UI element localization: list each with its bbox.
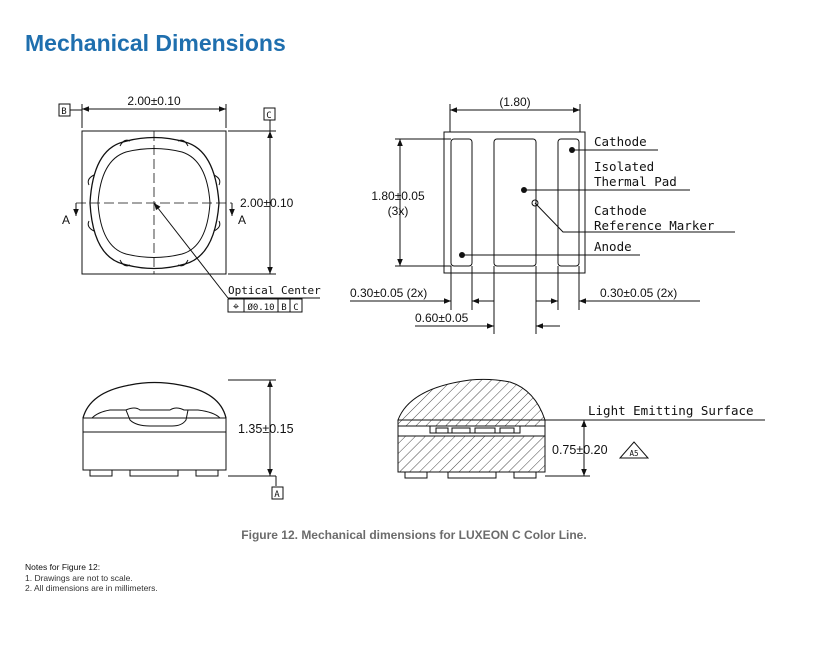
pad-width-right: 0.30±0.05 (2x) — [600, 286, 677, 300]
figure-caption: Figure 12. Mechanical dimensions for LUX… — [241, 528, 587, 542]
marker-label-2: Reference Marker — [594, 218, 715, 233]
optical-center-leader — [153, 202, 229, 299]
side-view-labels: 1.35±0.15 A — [238, 422, 294, 500]
section-pad-right — [513, 471, 537, 479]
notes-title: Notes for Figure 12: — [25, 562, 101, 572]
note-flag-label: A5 — [629, 449, 638, 458]
bottom-package-outline — [443, 131, 586, 274]
pad-height-count: (3x) — [388, 204, 409, 218]
bottom-view-dots — [459, 147, 575, 258]
overall-width-dim: (1.80) — [499, 95, 530, 109]
tolerance-ref-c: C — [293, 303, 298, 313]
top-width-dim: 2.00±0.10 — [127, 94, 181, 108]
side-dome — [82, 381, 227, 419]
cathode-dot — [569, 147, 575, 153]
tolerance-ref-b: B — [281, 303, 286, 313]
note-flag-triangle — [618, 441, 650, 459]
side-pad-right — [195, 469, 219, 477]
section-label-right: A — [238, 213, 246, 227]
datum-b-label: B — [61, 107, 66, 117]
datum-c-label: C — [266, 111, 271, 121]
bottom-view — [350, 104, 735, 334]
page-title: Mechanical Dimensions — [25, 30, 286, 56]
figure-notes: Notes for Figure 12: 1. Drawings are not… — [25, 562, 158, 594]
pad-spacing-dim: 0.60±0.05 — [415, 311, 469, 325]
anode-pad — [450, 138, 473, 267]
side-pad-center — [129, 469, 179, 477]
section-dome — [397, 378, 546, 421]
top-view-labels: B C 2.00±0.10 2.00±0.10 A A Optical Cent… — [61, 94, 321, 313]
section-view-labels: Light Emitting Surface 0.75±0.20 A5 — [552, 403, 754, 458]
thermal-pad-label-2: Thermal Pad — [594, 174, 677, 189]
thermal-pad — [493, 138, 537, 267]
anode-dot — [459, 252, 465, 258]
side-height-dim: 1.35±0.15 — [238, 422, 294, 436]
tolerance-value: Ø0.10 — [247, 302, 274, 313]
section-pad-left — [404, 471, 428, 479]
section-height-dim: 0.75±0.20 — [552, 443, 608, 457]
marker-label-1: Cathode — [594, 203, 647, 218]
datum-a-label: A — [274, 490, 280, 500]
side-substrate — [82, 431, 227, 471]
datum-a-box — [271, 486, 284, 500]
cathode-pad — [557, 138, 580, 267]
thermal-pad-label-1: Isolated — [594, 159, 654, 174]
pad-height-dim: 1.80±0.05 — [371, 189, 425, 203]
note-item: 1. Drawings are not to scale. — [25, 572, 133, 583]
top-view — [58, 103, 320, 313]
anode-label: Anode — [594, 239, 632, 254]
thermal-pad-dot — [521, 187, 527, 193]
pad-width-left: 0.30±0.05 (2x) — [350, 286, 427, 300]
cathode-label: Cathode — [594, 134, 647, 149]
tolerance-frame — [227, 298, 303, 313]
side-substrate-top — [82, 417, 227, 433]
note-item: 2. All dimensions are in millimeters. — [25, 583, 158, 593]
side-pad-left — [89, 469, 113, 477]
side-view — [82, 379, 284, 500]
surface-label: Light Emitting Surface — [588, 403, 754, 418]
top-height-dim: 2.00±0.10 — [240, 196, 294, 210]
optical-center-label: Optical Center — [228, 284, 321, 297]
section-pad-center — [447, 471, 497, 479]
tolerance-symbol: ⌖ — [233, 300, 239, 313]
section-view — [397, 378, 765, 479]
bottom-view-labels: (1.80) 1.80±0.05 (3x) Cathode Isolated T… — [350, 95, 715, 325]
section-label-left: A — [62, 213, 70, 227]
